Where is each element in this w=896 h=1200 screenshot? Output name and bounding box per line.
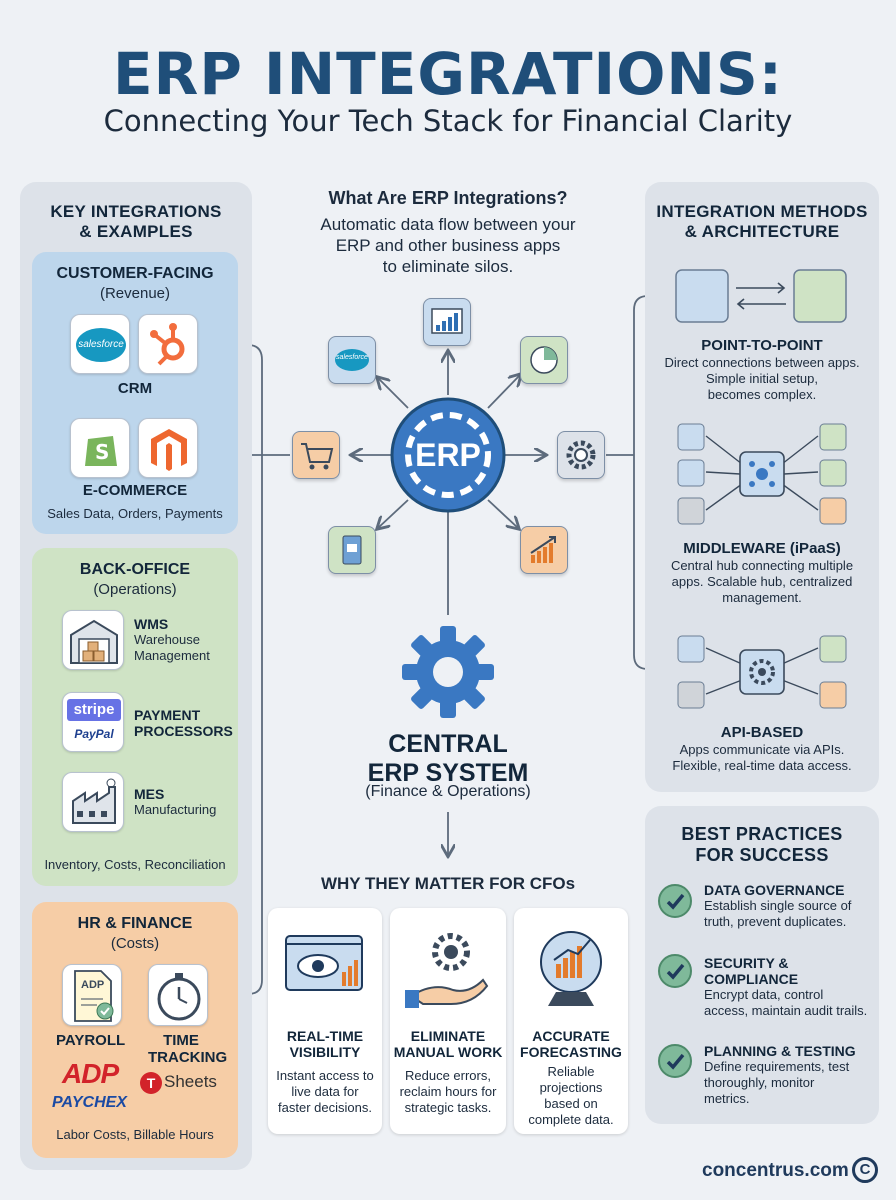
back-office-footer: Inventory, Costs, Reconciliation — [44, 857, 226, 872]
hr-finance-footer: Labor Costs, Billable Hours — [56, 1127, 214, 1142]
point-to-point-desc: Direct connections between apps.Simple i… — [664, 355, 860, 402]
paychex-logo: PAYCHEX — [52, 1094, 127, 1111]
stripe-logo: stripe — [67, 699, 121, 721]
why-title: WHY THEY MATTER FOR CFOs — [320, 874, 576, 893]
factory-icon — [62, 772, 124, 832]
payroll-document-icon: ADP — [62, 964, 122, 1026]
check-icon — [658, 1044, 692, 1078]
left-panel-title: KEY INTEGRATIONS& EXAMPLES — [50, 202, 222, 241]
middleware-title: MIDDLEWARE (iPaaS) — [683, 540, 841, 557]
what-title: What Are ERP Integrations? — [328, 188, 568, 208]
customer-facing-footer: Sales Data, Orders, Payments — [47, 506, 223, 521]
payment-logos: stripe PayPal — [62, 692, 124, 752]
back-office-subtitle: (Operations) — [93, 581, 177, 598]
paypal-logo: PayPal — [74, 727, 114, 741]
back-office-title: BACK-OFFICE — [79, 561, 191, 578]
magento-logo — [138, 418, 198, 478]
hr-finance-section — [32, 902, 238, 1158]
check-icon — [658, 954, 692, 988]
brand-link[interactable]: concentrus.com — [702, 1160, 849, 1181]
central-gear-icon — [400, 624, 496, 720]
practice-data-governance: DATA GOVERNANCE Establish single source … — [704, 882, 852, 929]
analytics-chart-icon — [423, 298, 471, 346]
api-based-desc: Apps communicate via APIs.Flexible, real… — [672, 742, 852, 773]
customer-facing-subtitle: (Revenue) — [99, 285, 171, 302]
payroll-label: PAYROLL — [56, 1032, 126, 1049]
api-based-title: API-BASED — [720, 724, 804, 741]
svg-text:S: S — [95, 440, 109, 464]
tsheets-mark: T — [140, 1072, 162, 1094]
stopwatch-icon — [148, 964, 208, 1026]
methods-panel-title: INTEGRATION METHODS& ARCHITECTURE — [656, 202, 868, 241]
middleware-diagram — [677, 423, 847, 525]
page-title: ERP INTEGRATIONS: — [113, 40, 783, 108]
salesforce-logo: salesforce — [70, 314, 130, 374]
finance-report-icon — [520, 336, 568, 384]
crm-label: CRM — [117, 380, 153, 397]
central-erp-subtitle: (Finance & Operations) — [365, 783, 531, 800]
document-icon — [328, 526, 376, 574]
check-icon — [658, 884, 692, 918]
monitor-eye-icon — [285, 935, 363, 991]
shopify-logo: S — [70, 418, 130, 478]
practice-security-compliance: SECURITY & COMPLIANCE Encrypt data, cont… — [704, 955, 868, 1018]
brand-logo-icon: C — [852, 1157, 878, 1183]
hubspot-logo — [138, 314, 198, 374]
erp-hub: ERP — [390, 397, 506, 513]
customer-facing-section — [32, 252, 238, 534]
wms-item: WMS Warehouse Management — [134, 616, 210, 663]
payment-processors-item: PAYMENT PROCESSORS — [134, 707, 233, 739]
settings-gear-icon — [557, 431, 605, 479]
warehouse-icon — [62, 610, 124, 670]
hr-finance-subtitle: (Costs) — [110, 935, 160, 952]
ecommerce-label: E-COMMERCE — [82, 482, 188, 499]
erp-hub-label: ERP — [415, 437, 481, 473]
growth-chart-icon — [520, 526, 568, 574]
practice-planning-testing: PLANNING & TESTING Define requirements, … — [704, 1043, 856, 1106]
mes-item: MES Manufacturing — [134, 786, 217, 817]
api-diagram — [677, 635, 847, 709]
customer-facing-title: CUSTOMER-FACING — [56, 265, 214, 282]
tsheets-logo: Sheets — [164, 1072, 217, 1091]
point-to-point-title: POINT-TO-POINT — [701, 337, 823, 354]
shopping-cart-icon — [292, 431, 340, 479]
hr-finance-title: HR & FINANCE — [77, 915, 193, 932]
crystal-ball-icon — [540, 931, 602, 1006]
salesforce-small-icon: salesforce — [328, 336, 376, 384]
adp-logo: ADP — [62, 1058, 119, 1089]
point-to-point-diagram — [675, 269, 847, 323]
page-subtitle: Connecting Your Tech Stack for Financial… — [103, 104, 793, 138]
hand-gear-icon — [405, 933, 489, 1008]
